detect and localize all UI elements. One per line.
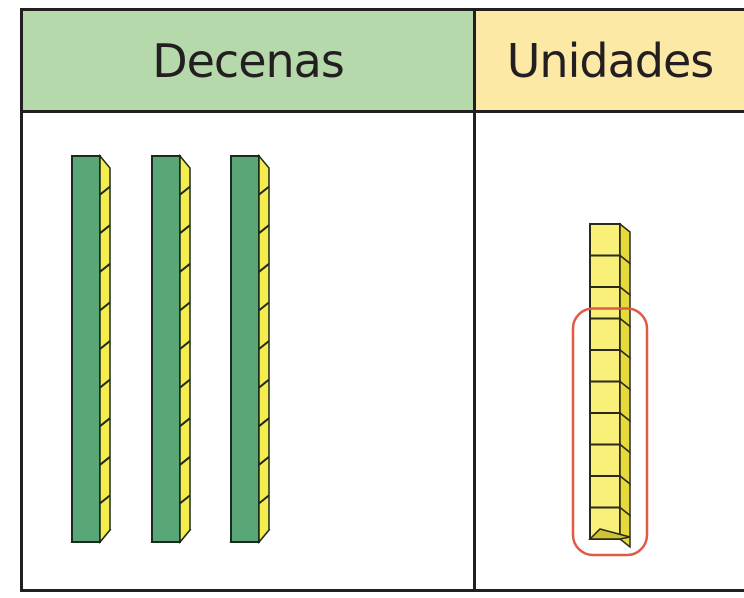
tens-header: Decenas bbox=[23, 11, 473, 113]
ten-rod bbox=[150, 153, 192, 545]
place-value-chart: Decenas Unidades bbox=[20, 8, 744, 592]
unit-cubes-group bbox=[588, 222, 631, 549]
unit-cube bbox=[589, 285, 631, 329]
units-column bbox=[473, 113, 744, 589]
cube-stack-base bbox=[588, 528, 631, 540]
units-header: Unidades bbox=[473, 11, 744, 113]
unit-cube bbox=[589, 222, 631, 266]
unit-cube bbox=[589, 411, 631, 455]
ten-rod bbox=[70, 153, 112, 545]
ten-rods-group bbox=[70, 153, 271, 545]
unit-cube bbox=[589, 474, 631, 518]
units-header-label: Unidades bbox=[506, 33, 714, 88]
tens-header-label: Decenas bbox=[152, 33, 345, 88]
unit-cube bbox=[589, 316, 631, 360]
unit-cube bbox=[589, 505, 631, 549]
unit-cube bbox=[589, 442, 631, 486]
unit-cube bbox=[589, 379, 631, 423]
ten-rod bbox=[229, 153, 271, 545]
unit-cube bbox=[589, 253, 631, 297]
highlight-outline bbox=[571, 307, 649, 557]
